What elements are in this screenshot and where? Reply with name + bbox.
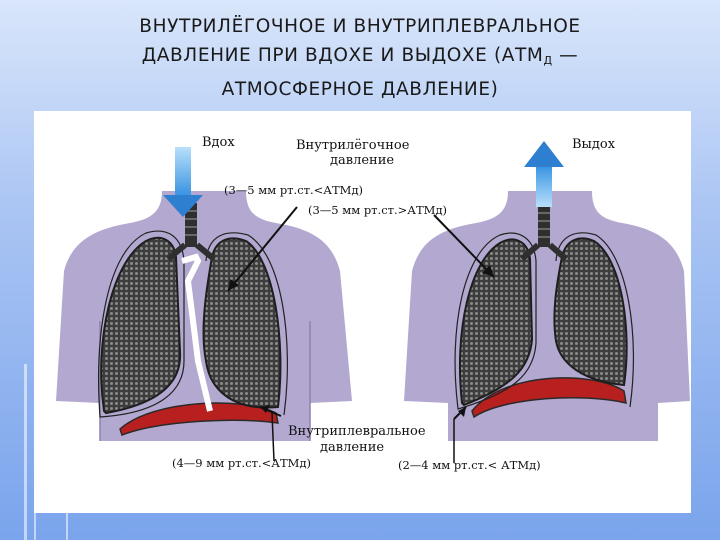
intrapleural-label-2: давление: [320, 440, 384, 455]
title-line-2-main: ДАВЛЕНИЕ ПРИ ВДОХЕ И ВЫДОХЕ (АТМ: [142, 45, 544, 66]
intrapleural-label: Внутриплевральное: [288, 424, 426, 439]
title-line-2-tail: —: [553, 45, 579, 66]
exhale-label: Выдох: [572, 137, 615, 152]
exhale-pleural-pressure: (2—4 мм рт.ст.< АТМд): [398, 458, 541, 473]
exhale-lung-pressure: (3—5 мм рт.ст.>АТМд): [308, 203, 447, 218]
title-line-1: ВНУТРИЛЁГОЧНОЕ И ВНУТРИПЛЕВРАЛЬНОЕ: [20, 12, 700, 41]
breathing-pressure-figure: Вдох Выдох Внутрилёгочное давление (3—5 …: [34, 111, 691, 513]
intrapulmonary-label-2: давление: [330, 153, 394, 168]
title-line-2: ДАВЛЕНИЕ ПРИ ВДОХЕ И ВЫДОХЕ (АТМД —: [20, 41, 700, 75]
inhale-lung-pressure: (3—5 мм рт.ст.<АТМд): [224, 183, 363, 198]
intrapulmonary-label: Внутрилёгочное: [296, 138, 409, 153]
inhale-label: Вдох: [202, 135, 235, 150]
inhale-pleural-pressure: (4—9 мм рт.ст.<АТМд): [172, 456, 311, 471]
title-line-2-subscript: Д: [544, 54, 553, 67]
slide-title: ВНУТРИЛЁГОЧНОЕ И ВНУТРИПЛЕВРАЛЬНОЕ ДАВЛЕ…: [20, 12, 700, 104]
title-line-3: АТМОСФЕРНОЕ ДАВЛЕНИЕ): [20, 75, 700, 104]
